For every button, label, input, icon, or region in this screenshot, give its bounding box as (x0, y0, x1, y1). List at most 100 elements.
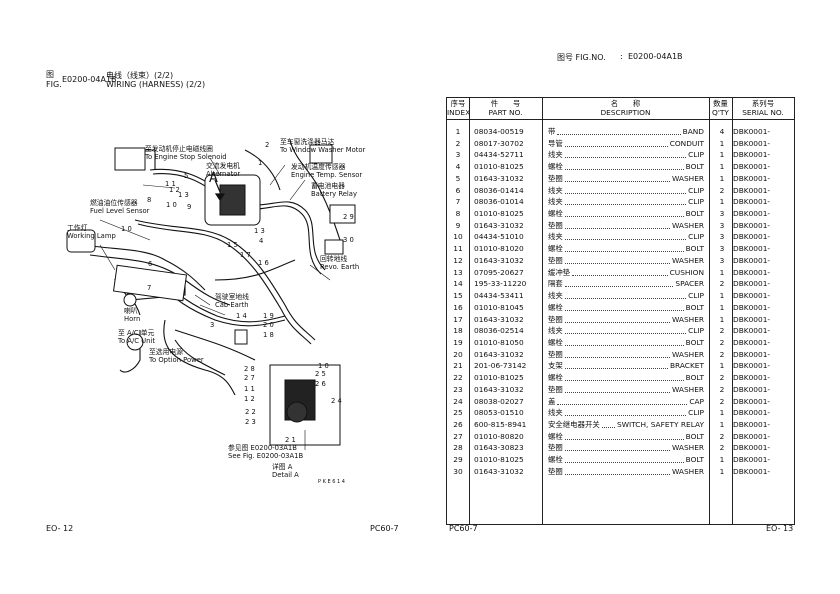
cell-serial: DBK0001- (733, 127, 771, 136)
callout-12: 1 2 (169, 186, 180, 194)
cell-index: 19 (453, 337, 463, 347)
description-en: WASHER (671, 349, 704, 359)
callout-11b: 1 1 (244, 385, 255, 393)
cell-qty: 3 (719, 255, 725, 265)
description-en: BOLT (685, 455, 704, 465)
leader-dots (564, 349, 670, 358)
right-footer-model: PC60-7 (449, 524, 478, 533)
callout-10: 1 0 (166, 201, 177, 209)
callout-24: 2 4 (331, 397, 342, 405)
cell-qty: 4 (719, 127, 725, 136)
cell-part-no: 08017-30702 (474, 138, 524, 148)
description-en: CONDUIT (669, 138, 704, 148)
leader-dots (564, 278, 674, 288)
cell-part-no: 08036-01014 (474, 197, 524, 207)
cell-qty: 2 (719, 185, 725, 195)
description-en: BOLT (685, 431, 704, 441)
right-fig-number: E0200-04A1B (628, 52, 683, 61)
cell-qty: 2 (719, 279, 725, 289)
cell-serial: DBK0001- (733, 314, 771, 324)
leader-dots (564, 454, 684, 464)
cell-serial: DBK0001- (733, 291, 771, 301)
col-divider (542, 97, 543, 524)
cell-serial: DBK0001- (733, 279, 771, 289)
cell-index: 13 (453, 267, 463, 277)
drawing-number: P K E 6 1 4 (318, 479, 345, 485)
leader-dots (564, 360, 668, 370)
description-cn: 垫圈 (548, 255, 563, 265)
cell-index: 20 (453, 349, 463, 359)
callout-9: 9 (187, 203, 192, 211)
cell-part-no: 201-06-73142 (474, 361, 527, 371)
description-cn: 垫圈 (548, 384, 563, 394)
callout-8: 8 (147, 196, 152, 204)
cell-serial: DBK0001- (733, 431, 771, 441)
description-en: BOLT (685, 302, 704, 312)
leader-dots (564, 325, 687, 335)
leader-dots (564, 138, 668, 147)
cell-qty: 3 (719, 220, 725, 230)
leader-dots (564, 149, 687, 159)
callout-16: 1 6 (258, 259, 269, 267)
cell-serial: DBK0001- (733, 302, 771, 312)
description-en: WASHER (671, 384, 704, 394)
callout-18: 1 8 (263, 331, 274, 339)
description-cn: 线夹 (548, 326, 563, 336)
description-cn: 隔套 (548, 279, 563, 289)
cell-index: 5 (455, 173, 461, 183)
cell-serial: DBK0001- (733, 361, 771, 371)
cell-part-no: 01010-81045 (474, 302, 524, 312)
description-en: CUSHION (669, 267, 704, 277)
cell-index: 10 (453, 232, 463, 242)
description-cn: 螺栓 (548, 302, 563, 312)
description-en: BOLT (685, 162, 704, 172)
cell-serial: DBK0001- (733, 138, 771, 148)
leader-dots (564, 161, 684, 171)
cell-qty: 2 (719, 373, 725, 383)
description-en: SWITCH, SAFETY RELAY (617, 420, 704, 429)
cell-serial: DBK0001- (733, 185, 771, 195)
cell-index: 6 (455, 185, 461, 195)
cell-serial: DBK0001- (733, 373, 771, 383)
cell-serial: DBK0001- (733, 408, 771, 418)
leader-dots (564, 372, 684, 382)
callout-6: 6 (148, 260, 153, 268)
cell-index: 7 (455, 197, 461, 207)
cell-part-no: 08038-02027 (474, 396, 524, 406)
cell-index: 9 (455, 220, 461, 230)
cell-serial: DBK0001- (733, 455, 771, 465)
cell-qty: 1 (719, 150, 725, 160)
callout-22: 2 2 (245, 408, 256, 416)
cell-part-no: 01010-80820 (474, 431, 524, 441)
leader-dots (557, 126, 681, 135)
cell-qty: 1 (719, 291, 725, 301)
cell-qty: 1 (719, 455, 725, 465)
callout-27: 2 7 (244, 374, 255, 382)
cell-index: 17 (453, 314, 463, 324)
description-cn: 盖 (548, 396, 556, 406)
cell-part-no: 01643-31032 (474, 349, 524, 359)
description-cn: 螺栓 (548, 455, 563, 465)
cell-index: 25 (453, 408, 463, 418)
